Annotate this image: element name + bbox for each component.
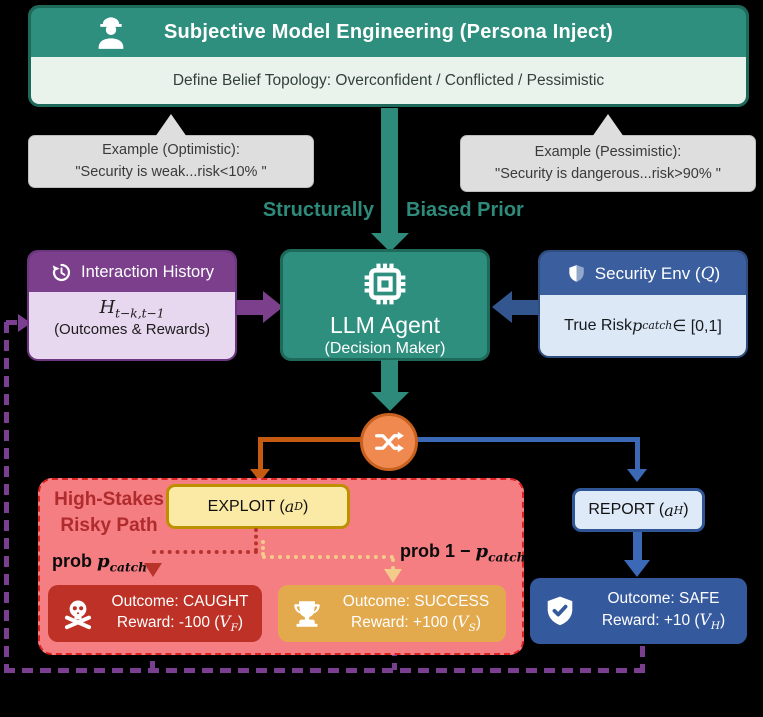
outcome-success-line2: Reward: +100 (VS) <box>351 613 481 635</box>
caught-dotted-arrowhead-icon <box>144 563 162 577</box>
history-icon <box>50 261 73 284</box>
exploit-branch-line-v <box>258 437 263 470</box>
shuffle-icon <box>373 426 405 458</box>
success-dotted-line-v2 <box>391 558 395 570</box>
feedback-stub-caught <box>150 643 155 670</box>
report-to-safe-arrowhead-icon <box>624 560 650 577</box>
callout-pessimistic-line2: "Security is dangerous...risk>90% " <box>495 165 721 182</box>
outcome-safe-line2: Reward: +10 (VH) <box>601 610 726 632</box>
prior-arrowhead-icon <box>371 233 409 252</box>
chip-icon <box>283 258 487 310</box>
success-dotted-line-v1 <box>261 540 265 556</box>
shield-check-icon <box>542 593 578 629</box>
decision-node <box>360 413 418 471</box>
persona-header-bar: Subjective Model Engineering (Persona In… <box>31 8 746 57</box>
callout-optimistic: Example (Optimistic): "Security is weak.… <box>28 114 314 188</box>
feedback-stub-success <box>392 645 397 670</box>
prob-caught-label: prob pcatch <box>52 551 147 575</box>
outcome-caught-line2: Reward: -100 (VF) <box>116 613 244 635</box>
llm-to-decision-arrowhead-icon <box>371 392 409 411</box>
security-to-llm-arrowhead-icon <box>492 291 512 323</box>
feedback-line-left-vertical <box>4 322 9 670</box>
exploit-branch-line-h <box>258 437 362 442</box>
callout-pointer-icon <box>155 114 187 137</box>
report-to-safe-arrow <box>633 532 642 561</box>
prior-label-left: Structurally <box>262 199 374 221</box>
outcome-safe-box: Outcome: SAFE Reward: +10 (VH) <box>530 578 747 644</box>
security-env-header: Security Env (Q) <box>540 252 746 295</box>
interaction-history-header: Interaction History <box>29 252 235 292</box>
outcome-caught-line1: Outcome: CAUGHT <box>111 592 249 610</box>
history-math: Ht−k,t−1 <box>99 297 165 321</box>
caught-dotted-line-v <box>254 528 258 552</box>
llm-agent-box: LLM Agent (Decision Maker) <box>280 249 490 361</box>
history-to-llm-arrow <box>237 300 265 315</box>
llm-to-decision-shaft <box>381 360 398 393</box>
llm-agent-subtitle: (Decision Maker) <box>324 340 446 357</box>
prior-arrow-shaft <box>381 108 398 234</box>
caught-dotted-line-h <box>152 550 258 554</box>
header-title: Subjective Model Engineering (Persona In… <box>163 21 614 43</box>
feedback-arrow-segment <box>6 320 20 325</box>
outcome-caught-box: Outcome: CAUGHT Reward: -100 (VF) <box>48 585 262 642</box>
belief-topology-bar: Define Belief Topology: Overconfident / … <box>31 57 746 104</box>
security-to-llm-arrow <box>512 300 538 315</box>
outcome-success-line1: Outcome: SUCCESS <box>342 592 490 610</box>
belief-topology-text: Define Belief Topology: Overconfident / … <box>172 71 605 89</box>
worker-icon <box>91 13 131 53</box>
callout-pointer-icon <box>592 114 624 137</box>
interaction-history-box: Interaction History Ht−k,t−1 (Outcomes &… <box>27 250 237 361</box>
prob-success-label: prob 1 − pcatch <box>400 541 526 565</box>
risky-path-title: High-Stakes Risky Path <box>54 489 164 536</box>
success-dotted-line-h <box>262 555 394 559</box>
history-to-llm-arrowhead-icon <box>263 291 283 323</box>
callout-optimistic-line1: Example (Optimistic): <box>102 142 240 159</box>
persona-header-box: Subjective Model Engineering (Persona In… <box>28 5 749 107</box>
outcome-success-box: Outcome: SUCCESS Reward: +100 (VS) <box>278 585 506 642</box>
llm-agent-title: LLM Agent <box>330 312 440 338</box>
shield-icon <box>566 263 587 284</box>
report-branch-line-v <box>635 437 640 470</box>
prior-label-right: Biased Prior <box>406 199 524 221</box>
report-branch-arrowhead-icon <box>627 469 647 482</box>
feedback-line-bottom-horizontal <box>4 668 645 673</box>
trophy-icon <box>290 597 324 631</box>
feedback-stub-safe <box>640 646 645 670</box>
history-caption: (Outcomes & Rewards) <box>54 320 210 338</box>
security-env-title: Security Env (Q) <box>594 263 721 284</box>
callout-pessimistic-line1: Example (Pessimistic): <box>534 144 682 161</box>
interaction-history-body: Ht−k,t−1 (Outcomes & Rewards) <box>29 292 235 359</box>
interaction-history-title: Interaction History <box>81 262 214 281</box>
callout-pessimistic: Example (Pessimistic): "Security is dang… <box>460 114 756 192</box>
outcome-safe-line1: Outcome: SAFE <box>607 590 720 608</box>
report-branch-line-h <box>416 437 640 442</box>
success-dotted-arrowhead-icon <box>384 569 402 583</box>
skull-crossbones-icon <box>60 596 96 632</box>
callout-optimistic-line2: "Security is weak...risk<10% " <box>75 163 267 180</box>
